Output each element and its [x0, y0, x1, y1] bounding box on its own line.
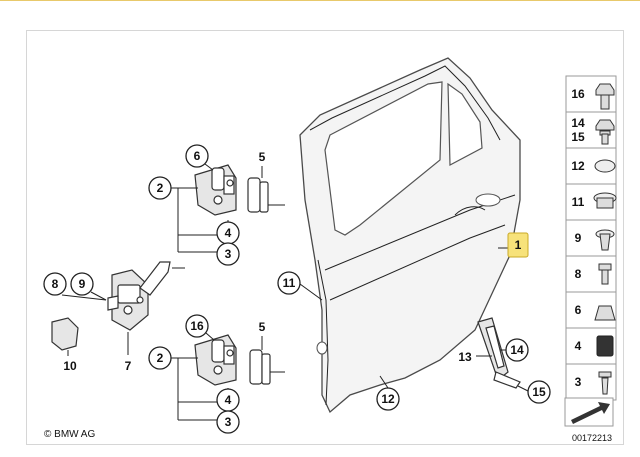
callout-2a: 2	[148, 176, 172, 200]
svg-text:1: 1	[515, 238, 522, 252]
parts-row: 16	[565, 75, 617, 113]
callout-15: 15	[527, 380, 551, 404]
clip-10-drawing	[51, 317, 79, 351]
parts-row-number: 11	[572, 195, 585, 209]
parts-row: 4	[565, 327, 617, 365]
parts-row-number: 14	[571, 116, 585, 130]
parts-row: 6	[565, 291, 617, 329]
callout-5b: 5	[259, 320, 266, 334]
main-part-label: 1	[498, 232, 529, 258]
callout-12: 12	[376, 387, 400, 411]
callout-11: 11	[277, 271, 301, 295]
svg-text:6: 6	[194, 149, 201, 163]
cap-nut-icon	[594, 305, 616, 321]
parts-row-number: 16	[571, 87, 585, 101]
callout-6: 6	[185, 144, 209, 168]
copyright-text: © BMW AG	[44, 429, 96, 440]
callout-5a: 5	[259, 150, 266, 164]
svg-text:8: 8	[52, 277, 59, 291]
callout-16: 16	[185, 314, 209, 338]
svg-text:2: 2	[157, 351, 164, 365]
callout-13: 13	[458, 350, 472, 364]
svg-text:12: 12	[381, 392, 395, 406]
parts-row: 9	[565, 219, 617, 257]
svg-text:14: 14	[510, 343, 524, 357]
parts-row-number: 8	[575, 267, 582, 281]
svg-text:3: 3	[225, 247, 232, 261]
svg-text:2: 2	[157, 181, 164, 195]
parts-row: 8	[565, 255, 617, 293]
parts-row: 11	[565, 183, 617, 221]
callout-10: 10	[63, 359, 77, 373]
parts-row: 3	[565, 363, 617, 401]
rear-door-drawing	[299, 57, 521, 414]
parts-row-number: 9	[575, 231, 582, 245]
exploded-view-symbol	[564, 397, 614, 427]
diagram-number: 00172213	[572, 433, 613, 443]
callout-3b: 3	[216, 410, 240, 434]
door-check-strap	[107, 261, 171, 331]
svg-text:4: 4	[225, 226, 232, 240]
parts-row: 12	[565, 147, 617, 185]
svg-text:15: 15	[532, 385, 546, 399]
cap-plug-icon	[594, 159, 616, 173]
parts-row-number: 6	[575, 303, 582, 317]
callout-3a: 3	[216, 242, 240, 266]
bushing-icon	[596, 335, 614, 357]
grommet-plug-icon	[593, 192, 617, 209]
callout-14: 14	[505, 338, 529, 362]
callout-9: 9	[70, 272, 94, 296]
callout-8: 8	[43, 272, 67, 296]
svg-text:9: 9	[79, 277, 86, 291]
screw-icon	[598, 371, 612, 395]
bolt-icon	[595, 83, 615, 110]
svg-text:11: 11	[283, 276, 296, 290]
callout-2b: 2	[148, 346, 172, 370]
svg-text:3: 3	[225, 415, 232, 429]
upper-hinge	[194, 164, 269, 216]
parts-row-number: 4	[575, 339, 582, 353]
flange-bolt-icon	[595, 119, 615, 145]
parts-row-number-2: 15	[571, 130, 585, 144]
parts-row-number: 12	[571, 159, 585, 173]
svg-text:4: 4	[225, 393, 232, 407]
expanding-rivet-icon	[595, 229, 615, 251]
parts-row-box	[565, 363, 617, 401]
seal-bracket-drawing	[477, 317, 521, 389]
svg-text:16: 16	[190, 319, 204, 333]
callout-4a: 4	[216, 221, 240, 245]
stud-icon	[598, 263, 612, 285]
callout-7: 7	[125, 359, 132, 373]
lower-hinge	[194, 334, 271, 386]
parts-row-number: 3	[575, 375, 582, 389]
callout-4b: 4	[216, 388, 240, 412]
top-rule	[0, 0, 640, 1]
